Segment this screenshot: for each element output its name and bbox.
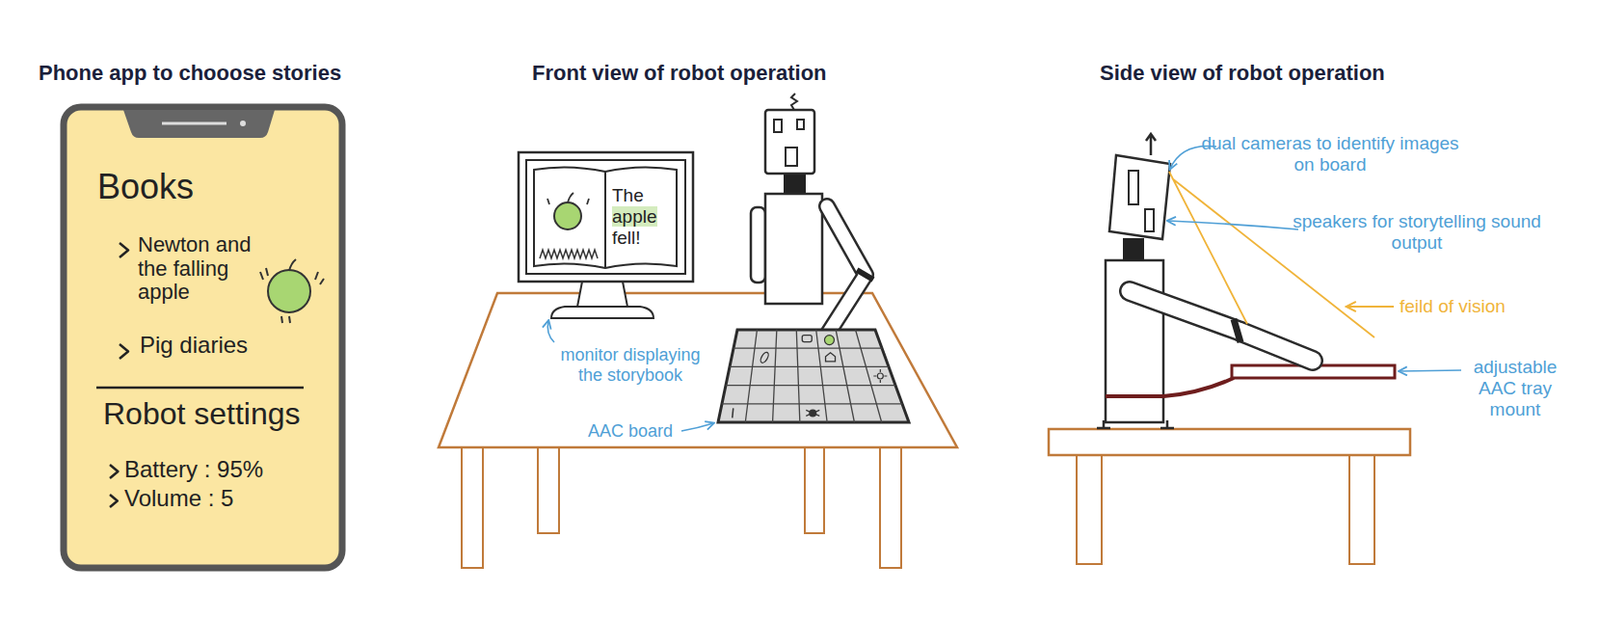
leader-line [547,320,555,343]
grass [539,249,598,259]
apple-stem [289,259,296,271]
field-of-vision [1169,171,1375,338]
divider-line [96,386,304,390]
annotation: monitor displaying the storybook [547,345,714,385]
leader-line [1399,370,1462,372]
open-book [533,166,677,268]
board-grid [721,329,903,423]
monitor-display: Theapplefell! [518,152,694,282]
antenna [1146,133,1156,156]
monitor-base [551,306,654,319]
panel-title: Front view of robot operation [532,60,827,85]
tray-mount [1105,377,1234,397]
annotation: speakers for storytelling sound output [1287,211,1547,254]
leader-line [1347,305,1394,308]
apple-picture [554,202,582,230]
section-heading: Books [97,167,194,207]
book-title: Newton and the falling apple [137,233,273,305]
book-spine [604,171,607,268]
section-heading: Robot settings [103,397,301,432]
setting-value: Battery : 95% [124,456,264,483]
table-leg [880,447,902,568]
phone-body [63,106,343,568]
table-top [1048,428,1411,455]
robot-head [765,109,815,174]
robot-eye [797,119,804,130]
apple-icon [267,269,311,313]
annotation: feild of vision [1399,295,1506,318]
table-leg [1076,454,1102,564]
table-leg [537,447,560,534]
board-icon [801,335,812,343]
robot-neck [1122,238,1145,262]
bullet-chevron [109,494,118,507]
board-icon [873,369,887,383]
robot-body [765,193,823,304]
monitor-bezel [518,152,694,282]
story-text: The [612,185,644,206]
board-icon [732,407,734,418]
panel-title: Side view of robot operation [1099,60,1386,85]
bullet-chevron [109,464,118,479]
story-text: apple [612,206,658,227]
board-icon [824,335,834,346]
speaker [1145,209,1154,232]
leader-line [1168,220,1299,230]
wrist-band [1233,319,1241,343]
robot-arm [1129,291,1313,361]
bullet-chevron [119,242,129,258]
camera [1128,170,1139,205]
phone-speaker [161,122,227,126]
table-top [438,293,958,448]
book-title: Pig diaries [139,332,248,359]
robot-arm [750,207,766,283]
phone-camera [240,120,246,127]
board-icon [877,373,883,379]
aac-board [718,329,909,423]
panel-title: Phone app to chooose stories [38,60,342,85]
robot-neck [783,173,806,195]
table-leg [804,447,825,534]
monitor-screen [526,160,686,274]
leader-line [681,423,714,431]
motion-marks [260,267,324,323]
table-leg [461,447,483,568]
robot-eye [773,119,782,133]
robot-arm-outline [1129,291,1313,361]
antenna [791,93,798,110]
board-icon [759,350,771,364]
bullet-chevron [119,344,129,359]
board-icon [826,352,836,362]
robot-head [1109,155,1171,240]
phone-app: BooksNewton and the falling applePig dia… [63,106,343,568]
board-icon [805,409,820,416]
setting-value: Volume : 5 [124,485,234,512]
table-leg [1349,454,1375,564]
apple-stem [547,192,589,205]
annotation: adjustable AAC tray mount [1453,356,1577,421]
annotation: AAC board [587,421,673,442]
wrist-band [856,269,874,280]
phone-notch [123,109,275,138]
monitor-neck [577,281,628,307]
robot-mouth [785,147,798,166]
story-text: fell! [612,227,641,248]
annotation: dual cameras to identify images on board [1195,133,1466,176]
